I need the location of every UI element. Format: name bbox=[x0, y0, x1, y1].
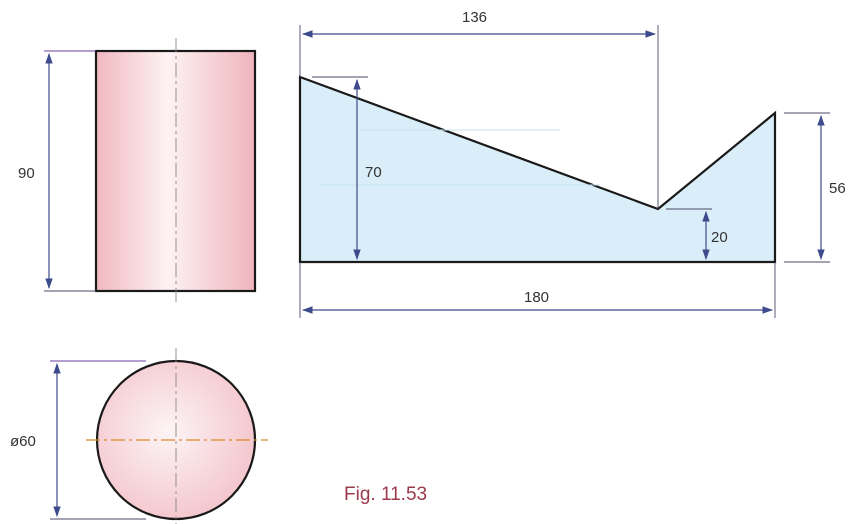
dimension-label-20: 20 bbox=[711, 229, 728, 246]
figure-caption: Fig. 11.53 bbox=[344, 484, 427, 505]
dimension-label-diameter: ø60 bbox=[10, 433, 36, 450]
dimension-label-180: 180 bbox=[524, 289, 549, 306]
profile-shape bbox=[298, 75, 777, 264]
front-view-profile: 136 70 20 56 180 bbox=[298, 9, 846, 318]
dimension-label-90: 90 bbox=[18, 165, 35, 182]
dimension-label-70: 70 bbox=[365, 164, 382, 181]
dimension-label-136: 136 bbox=[462, 9, 487, 26]
dimension-label-56: 56 bbox=[829, 180, 846, 197]
top-view-cylinder: ø60 bbox=[10, 348, 268, 524]
side-view-cylinder: 90 bbox=[18, 38, 257, 302]
cylinder-side-rect bbox=[94, 49, 257, 293]
